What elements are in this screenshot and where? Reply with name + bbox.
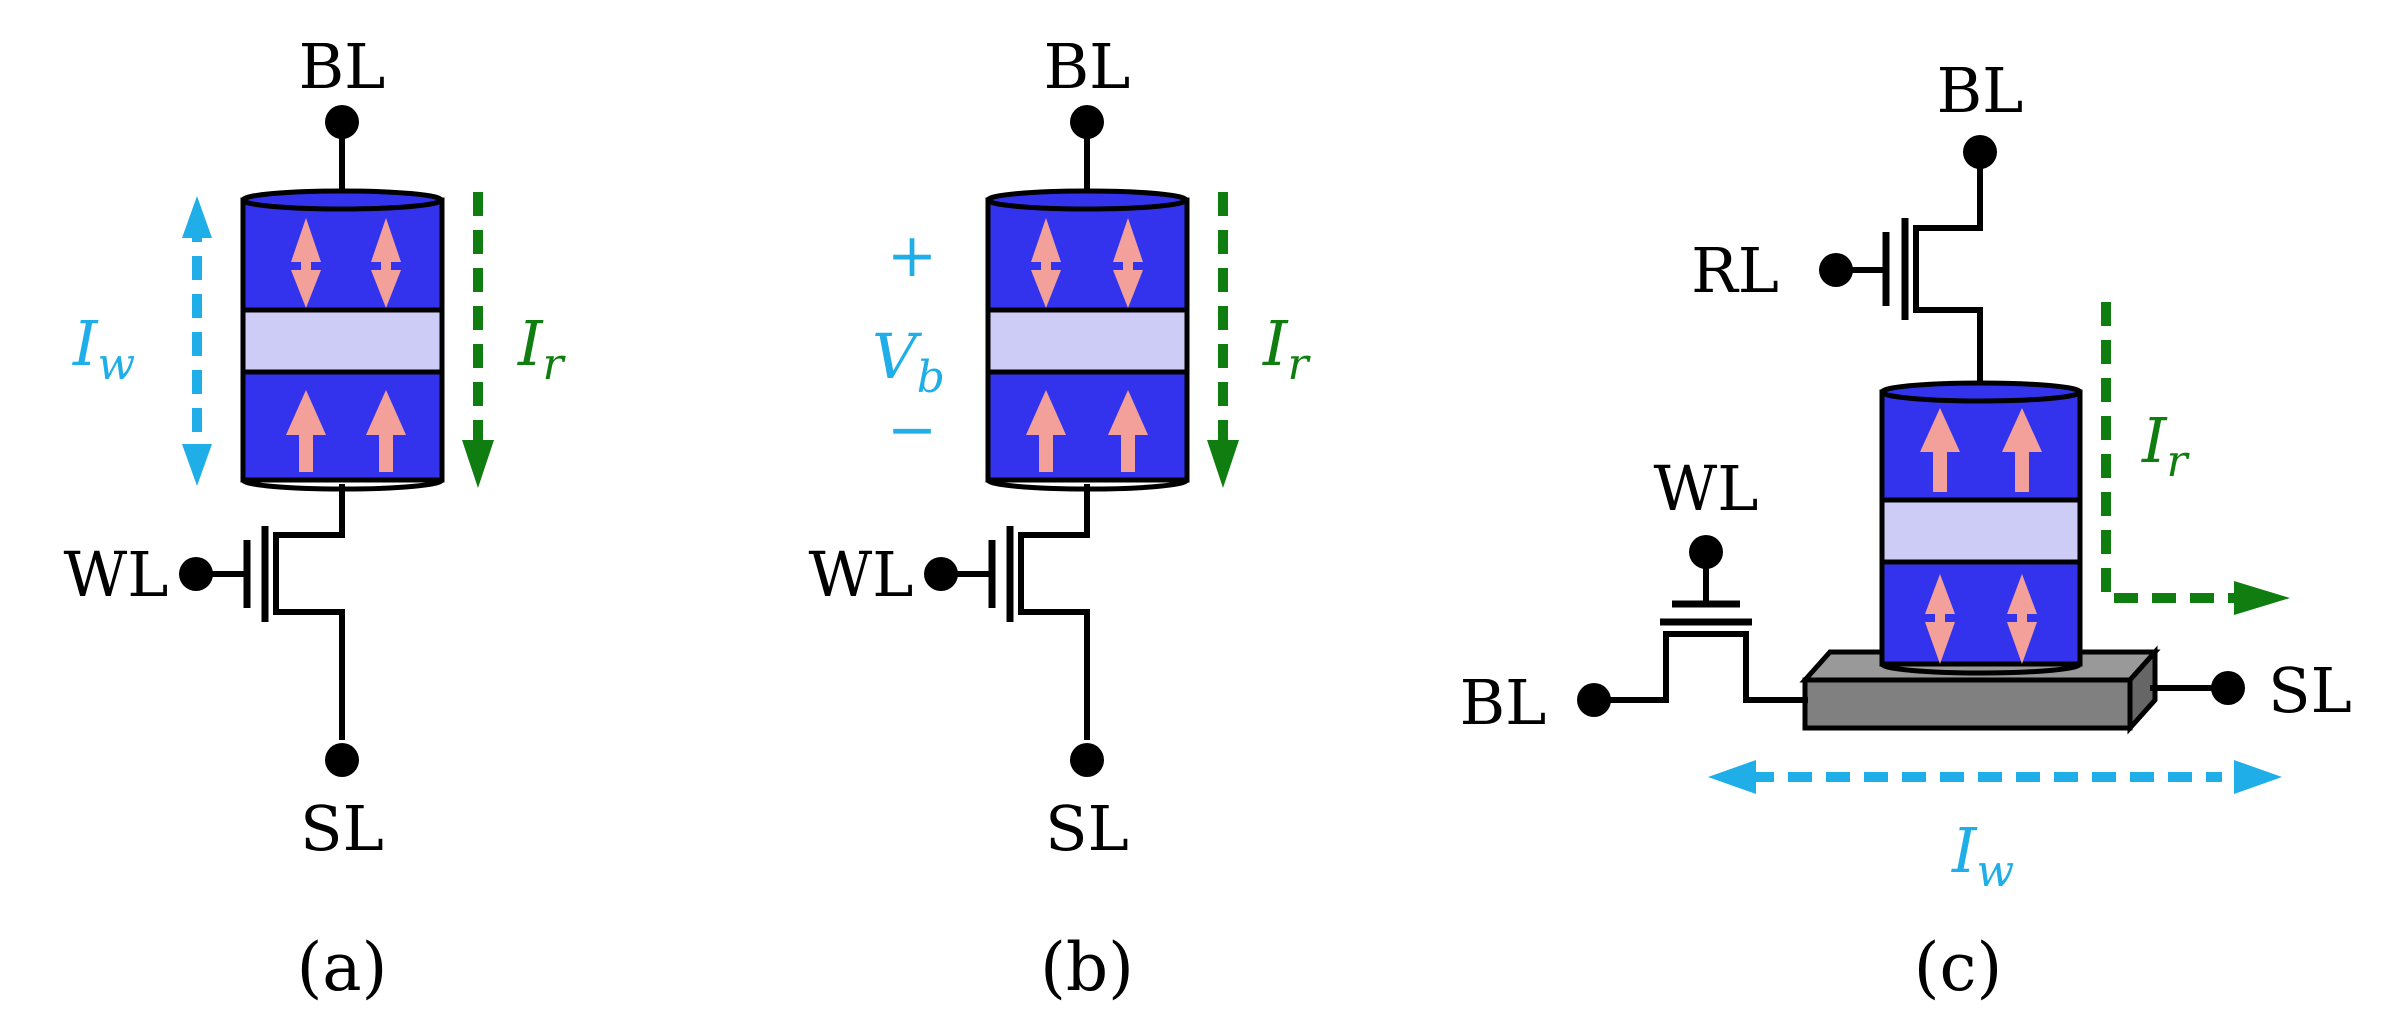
wl-label: WL (64, 538, 169, 611)
write-current-label: Iw (72, 307, 135, 390)
free-layer-arrow (1113, 218, 1143, 308)
read-current-label: Ir (517, 307, 567, 390)
caption-a: (a) (297, 929, 388, 1006)
caption-c: (c) (1914, 929, 2002, 1006)
write-current-arrowhead-right (2234, 760, 2282, 794)
write-current-label: Iw (1951, 814, 2014, 897)
read-current-arrowhead (1207, 440, 1239, 488)
top-bl-label: BL (1937, 54, 2024, 127)
write-current-arrowhead-up (182, 196, 212, 238)
sl-label: SL (1045, 792, 1129, 865)
bias-plus: + (887, 221, 937, 291)
mtj-pillar (1879, 380, 2083, 676)
mtj-top (1879, 380, 2083, 404)
bias-voltage-label: Vb (872, 320, 945, 403)
bl-terminal (325, 105, 359, 139)
fixed-layer-arrow (2002, 408, 2042, 492)
bl-label: BL (299, 30, 386, 103)
sl-label: SL (300, 792, 384, 865)
read-current-arrow (2101, 302, 2238, 603)
free-layer-arrow (1925, 574, 1955, 664)
bias-minus: − (887, 395, 937, 465)
fixed-layer-arrow (1108, 390, 1148, 472)
caption-b: (b) (1040, 929, 1134, 1006)
read-current-arrowhead (462, 440, 494, 488)
panel-b: BL + Vb − Ir WL SL (b) (809, 30, 1312, 1006)
mtj-pillar (240, 188, 445, 492)
fixed-layer-arrow (1920, 408, 1960, 492)
fixed-layer-arrow (286, 390, 326, 472)
sl-label: SL (2268, 654, 2352, 727)
mtj-top (985, 188, 1189, 212)
fixed-layer-arrow (1026, 390, 1066, 472)
sl-terminal (325, 743, 359, 777)
read-transistor (1836, 152, 1983, 385)
wl-terminal (179, 557, 213, 591)
sl-terminal (2211, 671, 2245, 705)
free-layer-arrow (371, 218, 401, 308)
free-layer-arrow (1031, 218, 1061, 308)
wl-label: WL (1654, 452, 1759, 525)
wl-label: WL (809, 538, 914, 611)
rl-label: RL (1691, 234, 1779, 307)
left-bl-terminal (1577, 683, 1611, 717)
panel-c: BL RL (1460, 54, 2352, 1006)
read-current-label: Ir (2141, 404, 2191, 487)
mtj-bottom (1879, 662, 2083, 676)
tunnel-barrier (240, 307, 445, 375)
mtj-top (240, 188, 444, 212)
panel-a: BL Iw Ir WL (64, 30, 567, 1006)
access-transistor (196, 484, 345, 740)
wl-terminal (1689, 535, 1723, 569)
access-transistor (941, 484, 1090, 740)
free-layer-arrow (2007, 574, 2037, 664)
free-layer-arrow (291, 218, 321, 308)
fixed-layer-arrow (366, 390, 406, 472)
rl-terminal (1819, 253, 1853, 287)
bl-label: BL (1044, 30, 1131, 103)
bl-terminal (1070, 105, 1104, 139)
tunnel-barrier (985, 307, 1190, 375)
write-current-arrowhead-left (1708, 760, 1756, 794)
read-current-arrowhead (2234, 581, 2290, 615)
read-current-label: Ir (1262, 307, 1312, 390)
wl-terminal (924, 557, 958, 591)
sl-terminal (1070, 743, 1104, 777)
tunnel-barrier (1879, 497, 2083, 565)
left-bl-label: BL (1460, 666, 1547, 739)
write-transistor (1594, 552, 1808, 703)
write-current-arrowhead-down (182, 444, 212, 486)
mtj-pillar (985, 188, 1190, 492)
